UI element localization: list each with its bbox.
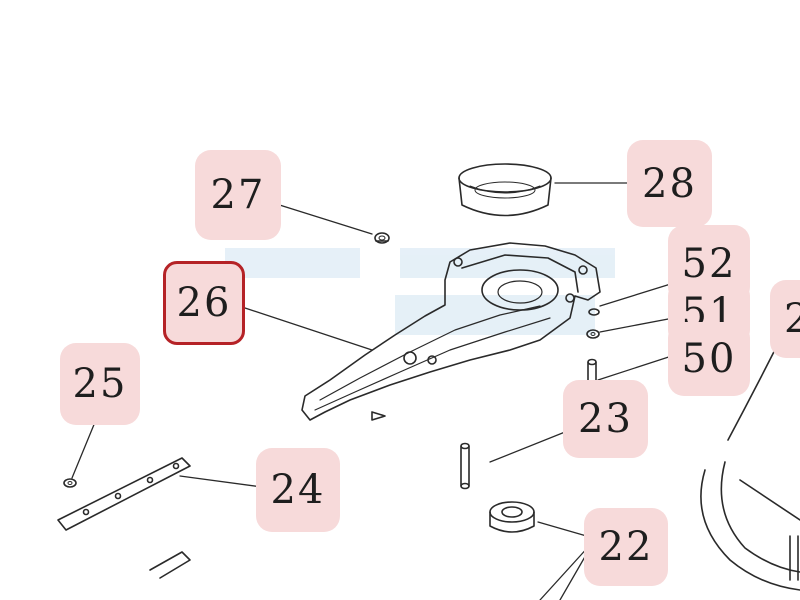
partial-part-bottom-left: [149, 551, 191, 579]
callout-26[interactable]: 26: [163, 261, 245, 345]
part-28-cup: [458, 163, 552, 217]
part-51-washer: [586, 329, 600, 339]
callout-24[interactable]: 24: [256, 448, 340, 532]
part-25-nut: [63, 478, 77, 488]
callout-50[interactable]: 50: [668, 322, 750, 396]
callout-2-partial[interactable]: 2: [770, 280, 800, 358]
part-52-washer: [588, 308, 600, 316]
watermark: [225, 248, 615, 335]
callout-27[interactable]: 27: [195, 150, 281, 240]
callout-28[interactable]: 28: [627, 140, 712, 227]
callout-22[interactable]: 22: [584, 508, 668, 586]
part-26-housing: [301, 242, 601, 421]
part-27-screw: [374, 232, 390, 244]
part-23-pin: [460, 442, 470, 490]
callout-25[interactable]: 25: [60, 343, 140, 425]
part-24-plate: [57, 457, 191, 531]
part-22-bearing: [489, 501, 535, 533]
callout-23[interactable]: 23: [563, 380, 648, 458]
